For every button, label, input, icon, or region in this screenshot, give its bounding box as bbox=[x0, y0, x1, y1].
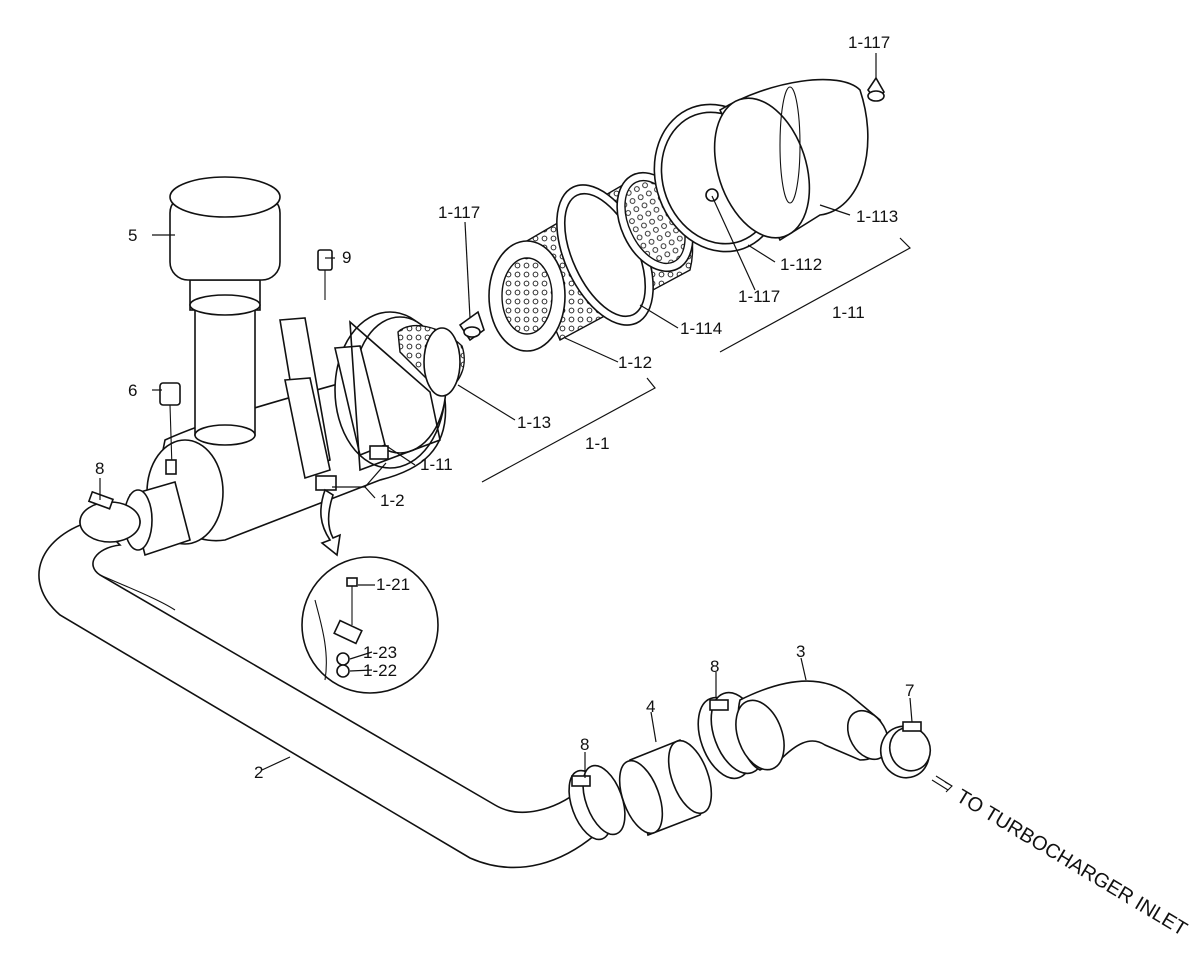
hose-clamp-left bbox=[79, 490, 141, 543]
label-1-114: 1-114 bbox=[680, 319, 722, 338]
bolt-9 bbox=[317, 249, 333, 300]
label-3: 3 bbox=[796, 642, 805, 661]
label-1-117-mid: 1-117 bbox=[738, 287, 780, 306]
label-1-13: 1-13 bbox=[517, 413, 551, 432]
label-5: 5 bbox=[128, 226, 137, 245]
wing-nut-b bbox=[867, 76, 885, 102]
label-1-113: 1-113 bbox=[856, 207, 898, 226]
label-1-11-upper: 1-11 bbox=[832, 303, 865, 322]
intake-pipe bbox=[38, 519, 596, 869]
label-4: 4 bbox=[646, 697, 655, 716]
label-8-left: 8 bbox=[95, 459, 104, 478]
safety-element bbox=[397, 324, 465, 397]
hose-clamp-7 bbox=[879, 721, 932, 779]
wing-nut-a bbox=[458, 310, 485, 342]
label-1-2: 1-2 bbox=[380, 491, 405, 510]
label-1-117-top: 1-117 bbox=[848, 33, 890, 52]
pre-cleaner bbox=[169, 176, 281, 446]
cover bbox=[349, 320, 441, 472]
hose-clamp-lower bbox=[568, 764, 626, 841]
detail-circle bbox=[301, 488, 439, 694]
leader-lines bbox=[99, 53, 913, 778]
turbocharger-note: TO TURBOCHARGER INLET bbox=[952, 785, 1190, 940]
label-1-22: 1-22 bbox=[363, 661, 397, 680]
plug-6 bbox=[159, 382, 181, 475]
label-1-23: 1-23 bbox=[363, 643, 397, 662]
label-8-lower: 8 bbox=[580, 735, 589, 754]
label-1-11-lower: 1-11 bbox=[420, 455, 453, 474]
label-7: 7 bbox=[905, 681, 914, 700]
sleeve bbox=[618, 739, 713, 837]
label-1-21: 1-21 bbox=[376, 575, 410, 594]
label-9: 9 bbox=[342, 248, 351, 267]
label-1-112: 1-112 bbox=[780, 255, 822, 274]
elbow-hose bbox=[735, 680, 890, 771]
label-1-1: 1-1 bbox=[585, 434, 610, 453]
air-cleaner-body bbox=[146, 311, 447, 545]
end-cover bbox=[713, 78, 869, 242]
label-8-right: 8 bbox=[710, 657, 719, 676]
label-2: 2 bbox=[254, 763, 263, 782]
label-6: 6 bbox=[128, 381, 137, 400]
label-1-117-left: 1-117 bbox=[438, 203, 480, 222]
flow-arrow-icon bbox=[931, 775, 953, 793]
label-1-12: 1-12 bbox=[618, 353, 652, 372]
